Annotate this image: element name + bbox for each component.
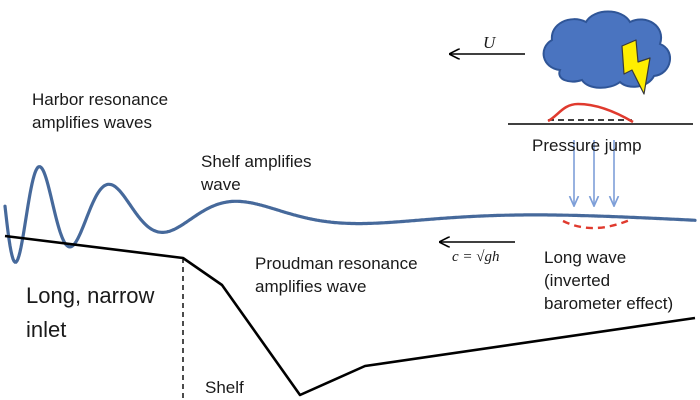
inverted-barometer-depression bbox=[562, 217, 633, 230]
shelf-amplifies-label-line2: wave bbox=[201, 175, 241, 194]
water-surface-wave bbox=[3, 165, 697, 264]
harbor-resonance-label-line2: amplifies waves bbox=[32, 113, 152, 132]
inlet-label-line2: inlet bbox=[26, 317, 67, 342]
shelf-label: Shelf bbox=[205, 378, 244, 397]
seabed-profile bbox=[4, 234, 696, 397]
shelf-amplifies-label-line1: Shelf amplifies bbox=[201, 152, 312, 171]
proudman-resonance-label-line2: amplifies wave bbox=[255, 277, 367, 296]
proudman-resonance-label-line1: Proudman resonance bbox=[255, 254, 418, 273]
pressure-jump-curve bbox=[547, 102, 634, 124]
lightning-bolt-icon bbox=[621, 39, 651, 95]
harbor-resonance-label-line1: Harbor resonance bbox=[32, 90, 169, 109]
inlet-label-line1: Long, narrow bbox=[26, 283, 155, 308]
wave-speed-label: c = √gh bbox=[452, 249, 500, 265]
long-wave-label-line2: (inverted bbox=[544, 271, 611, 290]
storm-cloud-icon bbox=[542, 10, 671, 89]
long-wave-label-line1: Long wave bbox=[544, 248, 627, 267]
storm-speed-label: U bbox=[483, 33, 496, 52]
pressure-jump-label: Pressure jump bbox=[532, 136, 642, 155]
long-wave-label-line3: barometer effect) bbox=[544, 294, 674, 313]
